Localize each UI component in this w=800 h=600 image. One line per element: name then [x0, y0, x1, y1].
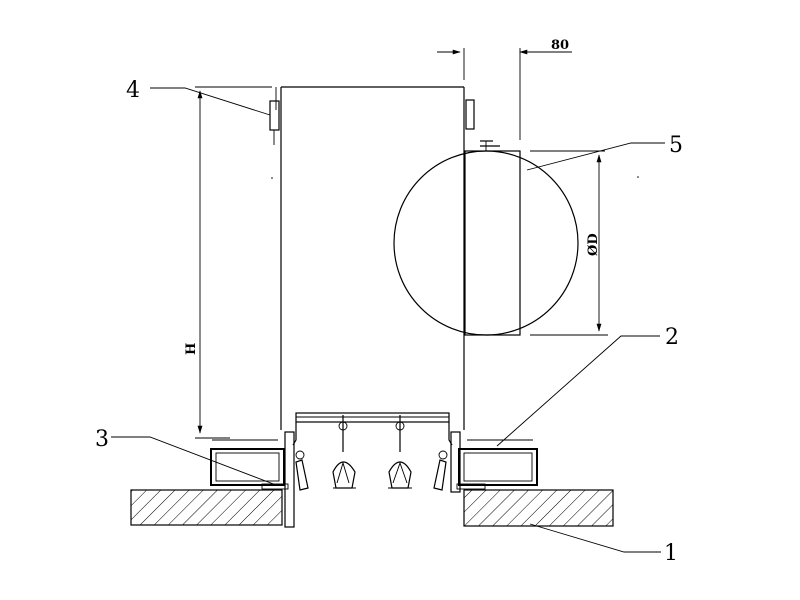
lifting-lugs: [269, 99, 475, 131]
hanger-side-left: [295, 450, 309, 491]
hanger-2: [388, 415, 412, 489]
dimension-height: H: [184, 86, 272, 439]
callout-leaders: [111, 87, 665, 553]
internal-assembly: [292, 412, 453, 491]
callout-label-4: 4: [126, 78, 140, 103]
callout-label-1: 1: [664, 541, 678, 566]
foundation-block-right: [463, 489, 614, 527]
hanger-1: [332, 415, 356, 489]
hanger-side-right: [433, 450, 448, 491]
base-frame: [210, 431, 538, 528]
dimension-diameter: ØD: [530, 150, 608, 336]
dimension-offset: 80: [437, 38, 572, 140]
dimension-label-diameter: ØD: [586, 233, 601, 256]
foundation-block-left: [130, 489, 283, 526]
foundation-blocks: [130, 489, 614, 527]
callout-label-3: 3: [95, 427, 109, 452]
callout-label-2: 2: [665, 325, 679, 350]
callout-labels: 4 5 2 3 1: [95, 78, 683, 566]
dimension-label-offset: 80: [551, 38, 569, 53]
cabinet-body: [273, 86, 465, 430]
dimension-label-height: H: [184, 343, 199, 355]
cylinder-tank: [393, 140, 579, 336]
callout-label-5: 5: [669, 133, 683, 158]
